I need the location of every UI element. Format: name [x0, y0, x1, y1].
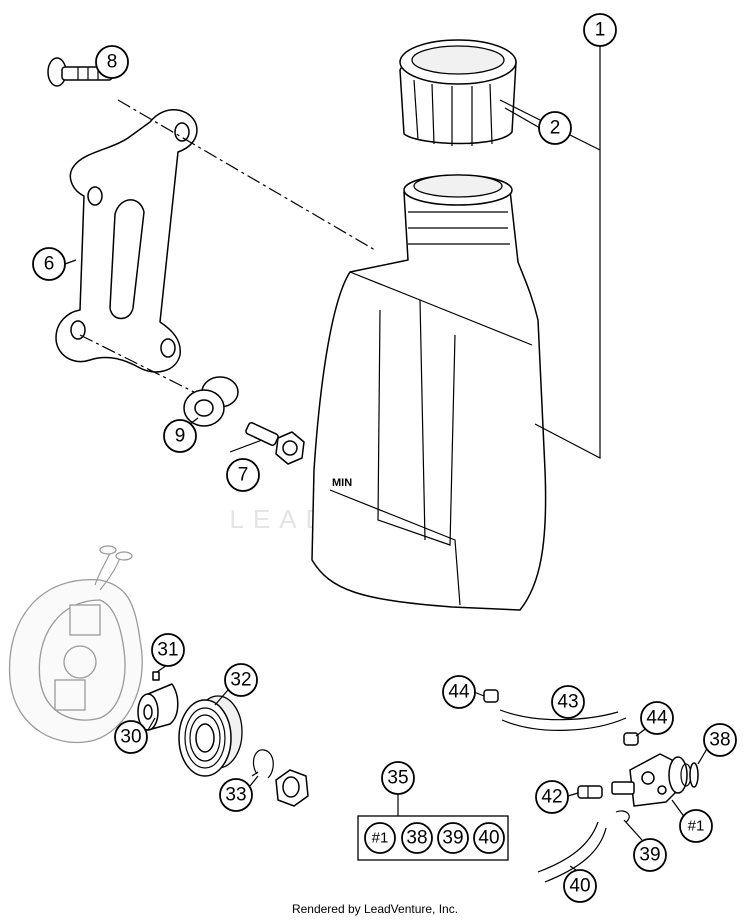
leader-line	[567, 792, 579, 797]
kit-item: 38	[401, 822, 433, 854]
svg-text:39: 39	[442, 828, 463, 849]
svg-text:30: 30	[120, 727, 141, 748]
oil-container: MIN	[311, 174, 547, 611]
svg-text:32: 32	[230, 670, 251, 691]
leader-line	[249, 775, 259, 787]
svg-text:42: 42	[541, 787, 562, 808]
min-level-label: MIN	[332, 477, 352, 489]
svg-text:#1: #1	[688, 818, 705, 835]
svg-text:8: 8	[107, 52, 118, 73]
callout-44-left[interactable]: 44	[442, 675, 476, 709]
svg-text:33: 33	[225, 785, 246, 806]
callout-38[interactable]: 38	[703, 723, 737, 757]
circlip-33	[251, 749, 274, 779]
callout-8[interactable]: 8	[95, 45, 129, 79]
svg-text:1: 1	[595, 20, 606, 41]
kit-group-35: #1 38 39 40	[357, 794, 509, 861]
callout-7[interactable]: 7	[226, 458, 260, 492]
leader-line	[214, 689, 229, 706]
leader-line	[189, 417, 199, 425]
o-ring-38	[689, 762, 699, 788]
leader-line	[504, 107, 541, 129]
svg-text:7: 7	[238, 465, 249, 486]
svg-text:39: 39	[639, 845, 660, 866]
svg-text:#1: #1	[372, 830, 389, 847]
clip-39	[615, 810, 630, 823]
leader-line	[147, 717, 156, 731]
drive-pulley-32	[178, 695, 243, 777]
svg-text:38: 38	[709, 730, 730, 751]
callout-33[interactable]: 33	[219, 778, 253, 812]
callout-9[interactable]: 9	[163, 419, 197, 453]
grommet-9	[183, 376, 239, 427]
kit-item: 39	[437, 822, 469, 854]
hose-40	[537, 821, 599, 873]
hex-nut	[275, 769, 309, 807]
hose-43	[501, 717, 627, 731]
credit-text: Rendered by LeadVenture, Inc.	[291, 902, 459, 916]
svg-text:44: 44	[646, 708, 668, 729]
hose-40	[544, 827, 607, 883]
screw-42	[577, 785, 603, 799]
callout-32[interactable]: 32	[224, 663, 258, 697]
callout-35[interactable]: 35	[381, 761, 415, 795]
callout-1-pump[interactable]: #1	[679, 809, 713, 843]
callout-44-right[interactable]: 44	[640, 701, 674, 735]
svg-text:2: 2	[550, 118, 561, 139]
svg-text:6: 6	[44, 254, 55, 275]
leader-line	[534, 46, 601, 459]
hose-43	[499, 709, 619, 721]
leader-line	[229, 439, 263, 453]
callout-30[interactable]: 30	[114, 720, 148, 754]
stator-background	[8, 545, 143, 744]
drive-sleeve-30	[137, 671, 179, 731]
svg-text:9: 9	[175, 426, 186, 447]
callout-1[interactable]: 1	[583, 13, 617, 47]
callout-2[interactable]: 2	[538, 111, 572, 145]
svg-text:40: 40	[478, 828, 499, 849]
kit-item: #1	[364, 822, 396, 854]
callout-42[interactable]: 42	[535, 780, 569, 814]
callout-40[interactable]: 40	[563, 869, 597, 903]
svg-text:31: 31	[157, 640, 178, 661]
svg-text:44: 44	[448, 682, 470, 703]
callout-39[interactable]: 39	[633, 838, 667, 872]
leader-line	[623, 819, 643, 841]
bracket-plate	[55, 109, 198, 373]
filler-cap	[399, 39, 517, 146]
oil-pump	[611, 753, 692, 807]
hose-clamp-44-right	[623, 732, 639, 746]
hose-clamp-44-left	[483, 689, 499, 703]
callout-6[interactable]: 6	[32, 247, 66, 281]
callout-43[interactable]: 43	[551, 685, 585, 719]
leader-line	[64, 259, 77, 265]
bolt-7	[245, 422, 305, 465]
svg-text:35: 35	[387, 768, 408, 789]
svg-text:38: 38	[406, 828, 427, 849]
svg-text:40: 40	[569, 876, 590, 897]
kit-item: 40	[473, 822, 505, 854]
callout-31[interactable]: 31	[151, 633, 185, 667]
svg-text:43: 43	[557, 692, 578, 713]
